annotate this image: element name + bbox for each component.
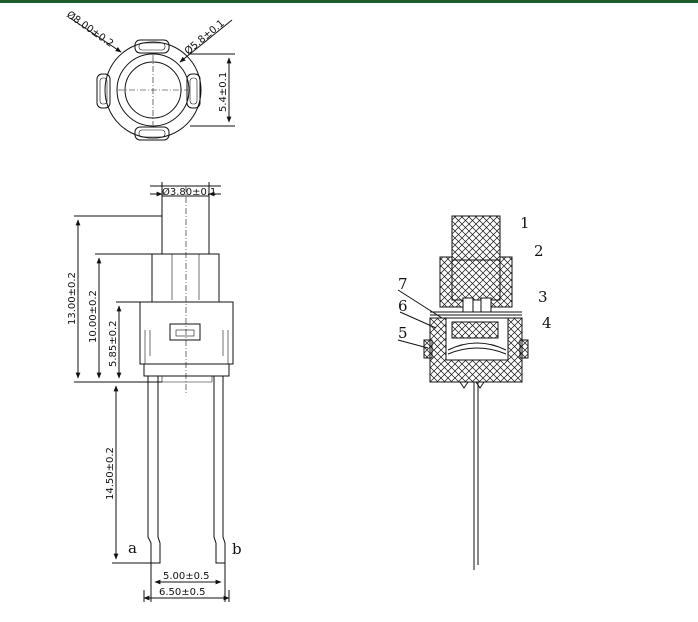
- base-lip: [143, 363, 230, 377]
- callout-4: 4: [542, 314, 552, 332]
- pin-a: [147, 376, 161, 564]
- side-view: a b Ø3.80±0.1 13.00±0.2 10.00±0.2 5.85±0…: [67, 182, 242, 602]
- pin-b: [213, 376, 226, 564]
- callout-6: 6: [398, 297, 408, 315]
- cover-ring: [151, 253, 220, 303]
- pin-label-a: a: [128, 539, 137, 557]
- terminal-tab-bottom: [134, 126, 170, 141]
- section-plunger-stem: [451, 259, 501, 301]
- section-button-core: [451, 321, 499, 339]
- dim-pin-length: 14.50±0.2: [105, 447, 116, 500]
- terminal-tab-left: [96, 73, 111, 109]
- header-bar: [0, 0, 698, 3]
- base-window: [169, 323, 201, 341]
- actuator-plunger: [161, 195, 210, 255]
- terminal-tab-right: [186, 73, 201, 109]
- top-view: Ø8.00±0.2 Ø5.8±0.1 5.4±0.1: [64, 9, 235, 141]
- dim-body-width: 5.4±0.1: [218, 72, 229, 112]
- outer-circle: [104, 41, 202, 139]
- dim-inner-diameter: Ø5.8±0.1: [182, 17, 227, 57]
- dim-total-height: 13.00±0.2: [67, 272, 78, 325]
- cross-section-view: 1 2 3 4 5 6 7: [397, 214, 552, 570]
- inner-ring: [116, 53, 190, 127]
- pin-label-b: b: [232, 540, 242, 558]
- dim-pin-spacing-inner: 5.00±0.5: [163, 571, 210, 582]
- callout-1: 1: [520, 214, 530, 232]
- section-clip-left: [423, 339, 433, 359]
- dim-outer-diameter: Ø8.00±0.2: [64, 9, 115, 50]
- dim-pin-spacing-outer: 6.50±0.5: [159, 587, 206, 598]
- section-plunger: [451, 215, 501, 261]
- callout-2: 2: [534, 242, 544, 260]
- section-clip-right: [519, 339, 529, 359]
- dim-actuator-height: 10.00±0.2: [88, 290, 99, 343]
- section-dome: [447, 342, 507, 351]
- callout-7: 7: [398, 275, 408, 293]
- dim-body-height: 5.85±0.2: [108, 320, 119, 367]
- dim-actuator-diameter: Ø3.80±0.1: [162, 186, 216, 198]
- base-body: [139, 301, 234, 365]
- callout-5: 5: [398, 324, 408, 342]
- callout-3: 3: [538, 288, 548, 306]
- terminal-tab-top: [134, 39, 170, 54]
